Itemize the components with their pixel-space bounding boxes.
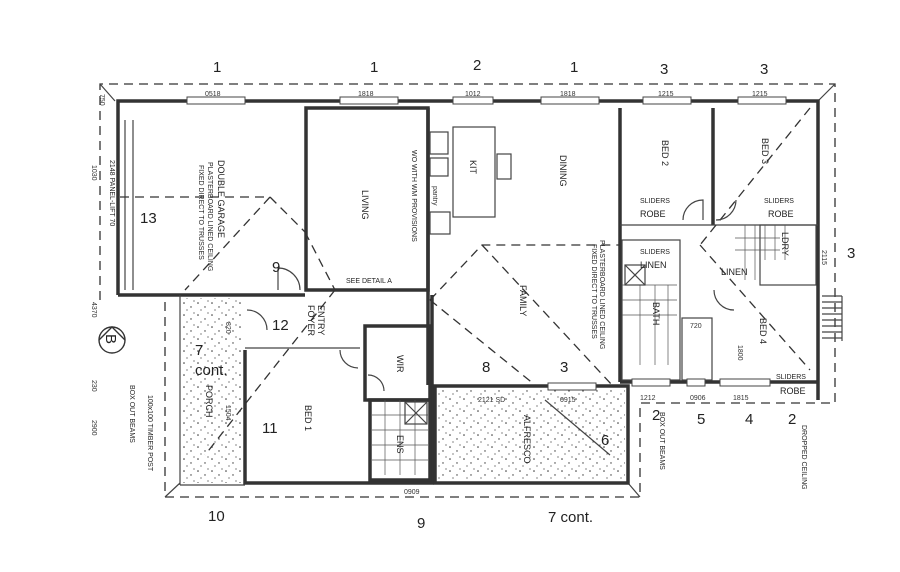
room-bed2: BED 2: [660, 140, 670, 166]
dim-1212: 1212: [640, 395, 656, 402]
ref-porch-cont: cont.: [195, 362, 228, 379]
dim-2900: 2900: [90, 420, 97, 436]
stairs: [822, 295, 843, 341]
dim-2115: 2115: [820, 250, 827, 265]
ref-porch: 7: [195, 342, 203, 359]
ref-door: 9: [272, 259, 280, 276]
dim-820: 820: [224, 322, 231, 334]
dim-w-dining: 1818: [560, 91, 576, 98]
dim-750: 750: [98, 94, 105, 106]
note-sliders4: SLIDERS: [776, 374, 806, 381]
note-garage-ceiling: PLASTERBOARD LINED CEILING: [206, 162, 213, 271]
room-family: FAMILY: [518, 285, 528, 316]
dim-4370: 4370: [90, 302, 97, 318]
room-linen: LINEN: [640, 260, 667, 270]
room-bath: BATH: [651, 302, 661, 325]
door-swings: [246, 199, 737, 392]
dim-0915: 0915: [560, 397, 576, 404]
note-sliders2: SLIDERS: [640, 198, 670, 205]
room-bed1: BED 1: [303, 405, 313, 431]
room-alfresco: ALFRESCO: [522, 415, 532, 464]
note-timber-post: 100x100 TIMBER POST: [146, 395, 153, 472]
room-living: LIVING: [360, 190, 370, 220]
room-porch: PORCH: [204, 385, 214, 418]
ref-top-5: 3: [660, 61, 668, 78]
wet-area-tiles: [372, 225, 786, 475]
room-dining: DINING: [558, 155, 568, 187]
room-wir: WIR: [395, 355, 405, 373]
note-family-ceiling: PLASTERBOARD LINED CEILING: [598, 240, 605, 349]
ref-top-4: 1: [570, 59, 578, 76]
ref-bottom-9: 9: [417, 515, 425, 532]
ref-bottom-10: 10: [208, 508, 225, 525]
note-box-beams-right: BOX OUT BEAMS: [658, 412, 665, 470]
ref-lr-5: 5: [697, 411, 705, 428]
dim-w-garage: 0518: [205, 91, 221, 98]
ref-foyer: 12: [272, 317, 289, 334]
room-labels: LIVING KIT DINING BED 2 BED 3 BED 1 BED …: [204, 138, 806, 464]
note-garage-ceiling2: FIXED DIRECT TO TRUSSES: [197, 165, 204, 260]
dim-w-bed3: 1215: [752, 91, 768, 98]
dim-w-living: 1818: [358, 91, 374, 98]
room-bed3: BED 3: [760, 138, 770, 164]
kitchen-bench: [429, 126, 512, 235]
note-box-beams-left: BOX OUT BEAMS: [128, 385, 135, 443]
room-ens: ENS: [395, 435, 405, 454]
dim-0906: 0906: [690, 395, 706, 402]
room-pantry: pantry: [431, 186, 438, 206]
ref-lr-2a: 2: [652, 407, 660, 424]
ref-top-6: 3: [760, 61, 768, 78]
dim-1504: 1504: [224, 405, 231, 421]
windows: [186, 96, 787, 391]
ref-top-1: 1: [213, 59, 221, 76]
section-marker-label: B: [102, 334, 119, 344]
ref-family-8: 8: [482, 359, 490, 376]
note-panel-lift: 2148 PANEL-LIFT 70: [108, 160, 115, 226]
porch-slab: [182, 298, 242, 483]
ref-family-3: 3: [560, 359, 568, 376]
dim-1815: 1815: [733, 395, 749, 402]
room-kit: KIT: [468, 160, 478, 175]
roof-hip-lines: [120, 107, 811, 456]
room-robe3: ROBE: [768, 209, 794, 219]
room-foyer: FOYER: [306, 305, 316, 337]
note-family-ceiling2: FIXED DIRECT TO TRUSSES: [590, 244, 597, 339]
dim-1030: 1030: [90, 165, 97, 181]
room-robe2: ROBE: [640, 209, 666, 219]
dim-720: 720: [690, 323, 702, 330]
note-living: WO WITH WM PROVISIONS: [410, 150, 417, 242]
note-sliders3: SLIDERS: [764, 198, 794, 205]
note-sliders-linen: SLIDERS: [640, 249, 670, 256]
note-see-detail: SEE DETAIL A: [346, 278, 392, 285]
room-robe4: ROBE: [780, 386, 806, 396]
dim-w-kit: 1012: [465, 91, 481, 98]
ref-lr-4: 4: [745, 411, 753, 428]
room-bed4: BED 4: [758, 318, 768, 344]
plan-notes: PLASTERBOARD LINED CEILING FIXED DIRECT …: [108, 150, 807, 490]
ref-garage: 13: [140, 210, 157, 227]
room-garage: DOUBLE GARAGE: [216, 160, 226, 238]
dim-0909: 0909: [404, 489, 420, 496]
dim-230: 230: [90, 380, 97, 392]
dim-w-bed2: 1215: [658, 91, 674, 98]
roof-outline: [99, 83, 836, 498]
ref-alfresco: 6: [601, 432, 609, 449]
room-entry: ENTRY: [316, 305, 326, 335]
note-alfresco-door: 2121 SD: [478, 397, 505, 404]
section-marker: B: [98, 326, 126, 354]
ref-lr-2b: 2: [788, 411, 796, 428]
alfresco-slab: [438, 389, 625, 480]
dimensions: 0518 1818 1012 1818 1215 1215 1030 750 4…: [90, 91, 827, 496]
note-dropped-ceiling: DROPPED CEILING: [800, 425, 807, 490]
dim-1800: 1800: [736, 345, 743, 361]
room-ldry: LDRY: [780, 232, 790, 256]
ref-bottom-7cont: 7 cont.: [548, 509, 593, 526]
ref-right: 3: [847, 245, 855, 262]
ref-top-3: 2: [473, 57, 481, 74]
ref-bed1: 11: [262, 420, 278, 437]
reference-numbers: 1 1 2 1 3 3 3 10 9 7 cont. 2 5 4 2 13 9 …: [140, 57, 855, 532]
room-linen2: LINEN: [721, 267, 748, 277]
ref-top-2: 1: [370, 59, 378, 76]
